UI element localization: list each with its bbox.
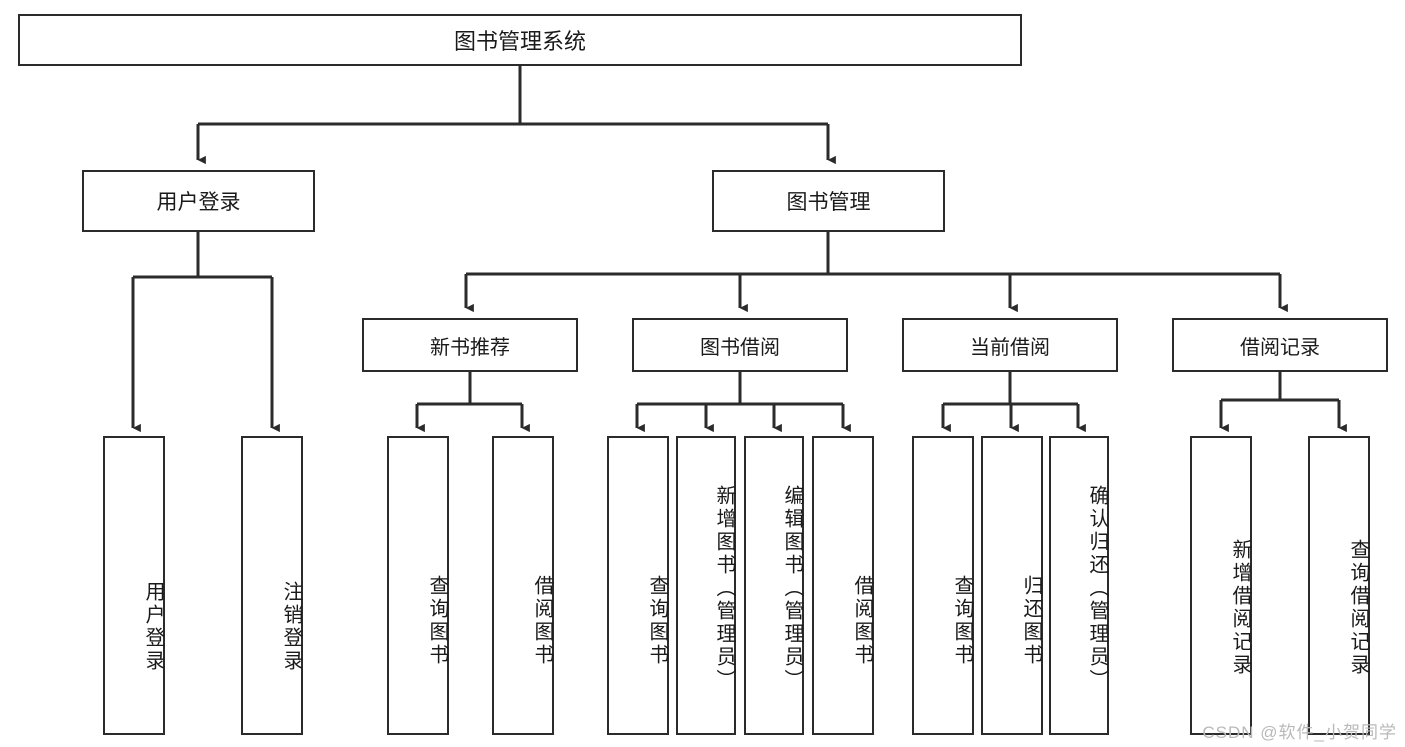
node-leaf-query-record-label: 查询借阅记录 <box>1347 538 1369 677</box>
node-book-borrow-label: 图书借阅 <box>700 336 780 359</box>
node-leaf-return-book-label: 归还图书 <box>1020 574 1042 667</box>
node-leaf-query-book-3-label: 查询图书 <box>951 574 973 667</box>
node-leaf-confirm-return[interactable]: 确认归还（管理员） <box>1049 436 1109 735</box>
node-leaf-borrow-book-1[interactable]: 借阅图书 <box>492 436 554 735</box>
node-leaf-edit-book-label: 编辑图书（管理员） <box>781 485 803 692</box>
node-leaf-edit-book[interactable]: 编辑图书（管理员） <box>744 436 804 735</box>
node-leaf-query-book-3[interactable]: 查询图书 <box>912 436 974 735</box>
node-current-borrow-label: 当前借阅 <box>970 336 1050 359</box>
node-leaf-query-book-2-label: 查询图书 <box>646 574 668 667</box>
node-leaf-add-record[interactable]: 新增借阅记录 <box>1190 436 1252 735</box>
node-book-manage[interactable]: 图书管理 <box>712 170 945 232</box>
node-leaf-user-login-label: 用户登录 <box>142 580 164 673</box>
node-book-manage-label: 图书管理 <box>786 191 871 214</box>
node-leaf-user-logout[interactable]: 注销登录 <box>241 436 303 735</box>
node-leaf-add-book-label: 新增图书（管理员） <box>713 485 735 692</box>
node-book-borrow[interactable]: 图书借阅 <box>632 318 848 372</box>
node-leaf-confirm-return-label: 确认归还（管理员） <box>1086 485 1108 692</box>
node-leaf-add-record-label: 新增借阅记录 <box>1229 538 1251 677</box>
node-leaf-borrow-book-2[interactable]: 借阅图书 <box>812 436 874 735</box>
node-user-login[interactable]: 用户登录 <box>82 170 315 232</box>
node-borrow-record[interactable]: 借阅记录 <box>1172 318 1388 372</box>
node-root-label: 图书管理系统 <box>453 29 586 54</box>
node-borrow-record-label: 借阅记录 <box>1240 336 1320 359</box>
node-new-book-rec-label: 新书推荐 <box>430 336 510 359</box>
node-leaf-return-book[interactable]: 归还图书 <box>981 436 1043 735</box>
node-leaf-query-book-1[interactable]: 查询图书 <box>387 436 449 735</box>
node-leaf-query-book-2[interactable]: 查询图书 <box>607 436 669 735</box>
node-leaf-borrow-book-1-label: 借阅图书 <box>531 574 553 667</box>
node-current-borrow[interactable]: 当前借阅 <box>902 318 1118 372</box>
watermark: CSDN @软件_小贺同学 <box>1202 723 1397 742</box>
node-leaf-add-book[interactable]: 新增图书（管理员） <box>676 436 736 735</box>
node-new-book-rec[interactable]: 新书推荐 <box>362 318 578 372</box>
node-user-login-label: 用户登录 <box>156 191 241 214</box>
node-root[interactable]: 图书管理系统 <box>18 14 1022 66</box>
node-leaf-query-record[interactable]: 查询借阅记录 <box>1308 436 1370 735</box>
node-leaf-borrow-book-2-label: 借阅图书 <box>851 574 873 667</box>
node-leaf-user-logout-label: 注销登录 <box>280 580 302 673</box>
node-leaf-user-login[interactable]: 用户登录 <box>103 436 165 735</box>
node-leaf-query-book-1-label: 查询图书 <box>426 574 448 667</box>
